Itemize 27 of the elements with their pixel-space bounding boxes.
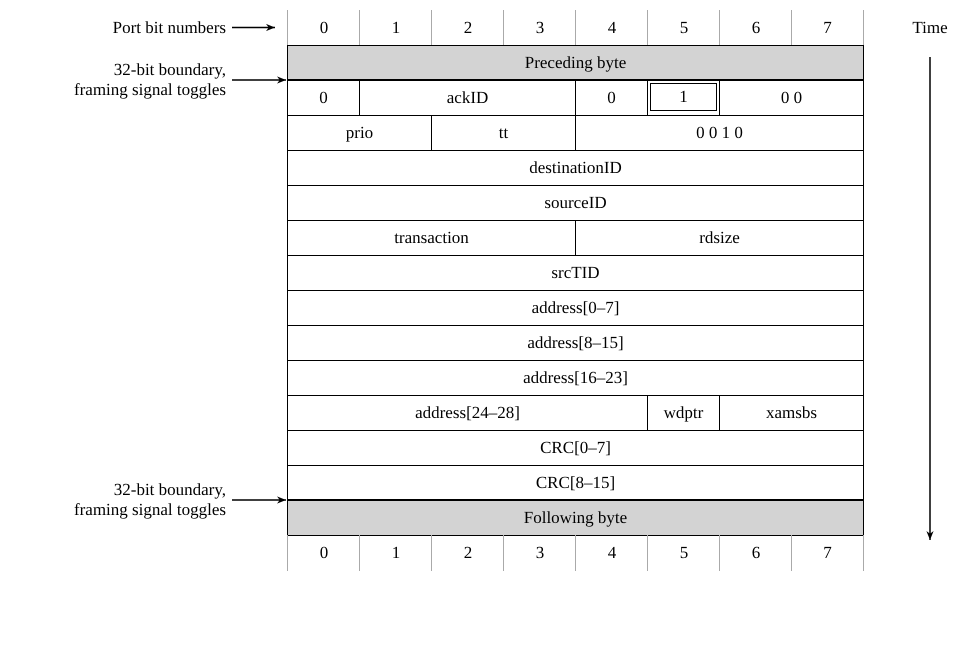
bit-number-cell: 4 [575, 535, 648, 571]
arrow [232, 496, 286, 504]
bit-number-cell: 6 [719, 535, 792, 571]
bit-number-cell: 3 [503, 535, 576, 571]
annotation-text: 32-bit boundary, framing signal toggles [58, 480, 226, 520]
field-cell: 1 [650, 83, 717, 111]
field-cell: sourceID [287, 185, 864, 221]
field-cell: address[8–15] [287, 325, 864, 361]
field-cell: srcTID [287, 255, 864, 291]
annotation-text: Port bit numbers [58, 18, 226, 38]
field-cell: destinationID [287, 150, 864, 186]
field-cell: Preceding byte [287, 45, 864, 81]
field-cell: Following byte [287, 500, 864, 536]
arrow [232, 76, 286, 84]
field-cell: address[16–23] [287, 360, 864, 396]
bit-number-cell: 1 [359, 535, 432, 571]
field-cell: CRC[0–7] [287, 430, 864, 466]
bit-number-cell: 2 [431, 535, 504, 571]
boundary-line [287, 499, 864, 501]
bit-number-cell: 5 [647, 535, 720, 571]
axis-label: Time [911, 16, 949, 38]
field-cell: address[0–7] [287, 290, 864, 326]
bit-number-cell: 7 [791, 535, 864, 571]
boundary-line [287, 79, 864, 81]
arrow [232, 24, 275, 32]
bit-number-cell: 0 [287, 535, 360, 571]
annotation-text: 32-bit boundary, framing signal toggles [58, 60, 226, 100]
